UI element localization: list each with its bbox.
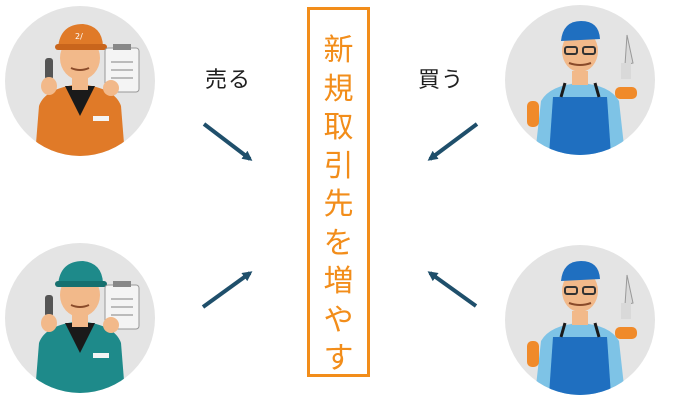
center-char: す (323, 341, 354, 376)
seller-avatar-teal (5, 243, 155, 393)
sell-label: 売る (205, 68, 252, 93)
center-char: を (323, 225, 354, 261)
center-char: 新 (323, 33, 354, 68)
center-char: 増 (323, 264, 354, 299)
seller-avatar-orange: 2/ (5, 6, 155, 156)
center-char: 引 (323, 148, 354, 184)
center-char: 取 (323, 110, 354, 145)
buyer-avatar-bottom (505, 245, 655, 395)
center-char: 規 (323, 71, 354, 107)
center-message-box: 新 規 取 引 先 を 増 や す (307, 7, 370, 377)
buyer-avatar-top (505, 5, 655, 155)
arrow-bottom-left (201, 271, 253, 309)
arrow-top-right (427, 122, 479, 161)
arrow-bottom-right (427, 271, 478, 308)
arrow-top-left (202, 122, 253, 161)
center-char: や (323, 302, 354, 338)
buy-label: 買う (418, 68, 465, 93)
center-vertical-text: 新 規 取 引 先 を 増 や す (310, 32, 367, 379)
svg-text:2/: 2/ (75, 32, 83, 41)
center-char: 先 (323, 187, 354, 222)
